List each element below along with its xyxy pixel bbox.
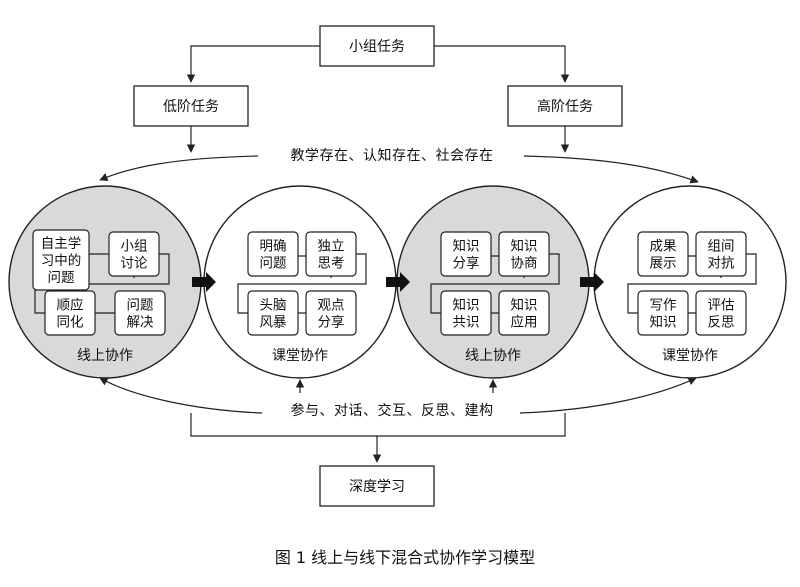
stage-arrow-2 [386,272,410,292]
participation-arrow-right [519,377,697,414]
deep-learning-label: 深度学习 [349,479,405,495]
circle-3-step-4-line-2: 应用 [511,314,538,331]
arrow-to-high-task [434,45,570,83]
circle-3-connector [430,253,560,314]
circle-4-step-4-line-1: 评估 [708,298,735,314]
circle-2-step-2-line-1: 独立 [318,239,345,255]
circle-4-step-3-line-2: 知识 [650,314,677,331]
circle-1-step-3-line-2: 同化 [57,315,84,331]
circle-4-step-2-box [695,231,747,277]
circle-2-connector [237,253,367,314]
bracket-line [190,413,566,437]
circle-1-step-4-box [114,290,166,336]
circle-2-step-2-line-2: 思考 [318,256,345,272]
collaboration-circles: 自主学习中的问题小组讨论顺应同化问题解决线上协作明确问题独立思考头脑风暴观点分享… [8,185,787,379]
circle-1-step-1-line-1: 自主学 [41,236,82,252]
stage-arrow-1 [192,272,216,292]
circle-3-step-1-line-1: 知识 [453,238,480,255]
deep-learning-box [319,465,435,507]
circle-2-step-3-box [247,290,299,336]
presence-arrow-left [99,155,259,181]
low-task-label: 低阶任务 [163,99,219,115]
circle-3-step-3-box [440,290,492,336]
circle-2-step-1-line-1: 明确 [260,239,287,255]
stage-arrow-3 [580,272,604,292]
circle-4-connector [627,253,757,314]
circle-3-step-1-box [440,231,492,277]
arrow-to-low-task [186,45,320,83]
task-flow: 小组任务 低阶任务 高阶任务 [133,25,623,153]
circle-3-step-2-line-1: 知识 [511,238,538,255]
circle-4-step-2-line-2: 对抗 [708,256,736,272]
participation-arrow-left [99,377,263,414]
circle-3-step-3-line-2: 共识 [453,315,480,331]
stage-arrows [192,272,604,292]
circle-1-step-2-line-1: 小组 [121,239,148,255]
circle-1-step-3-line-1: 顺应 [57,297,84,314]
group-task-label: 小组任务 [349,39,405,55]
presence-band-label: 教学存在、认知存在、社会存在 [291,147,494,164]
presence-band: 教学存在、认知存在、社会存在 [99,147,699,184]
circle-1-step-4-line-1: 问题 [127,298,154,314]
low-task-box [133,85,249,127]
circle-4-step-3-line-1: 写作 [650,298,677,314]
circle-1-step-2-line-2: 讨论 [121,256,148,272]
circle-2-step-1-line-2: 问题 [260,256,287,272]
circle-3-label: 线上协作 [465,348,521,364]
circle-3-step-2-line-2: 协商 [511,256,538,272]
participation-band-label: 参与、对话、交互、反思、建构 [291,402,494,419]
circle-4-step-2-line-1: 组间 [708,239,735,255]
circle-1-label: 线上协作 [77,348,133,364]
circle-4-step-1-box [637,231,689,277]
circle-2-label: 课堂协作 [272,348,328,364]
circle-3-step-4-box [498,290,550,336]
circle-1-step-3-box [44,290,96,336]
circle-4-step-1-line-2: 展示 [650,256,677,272]
circle-1-step-2-box [108,231,160,277]
group-task-box [319,25,435,67]
circle-4-step-3-box [637,290,689,336]
circle-1-step-1-line-2: 习中的 [41,253,82,269]
circle-2-step-2-box [305,231,357,277]
circle-1-step-1-box [32,229,90,291]
circle-1-step-1-line-3: 问题 [48,270,75,286]
circle-2-step-4-line-1: 观点 [318,298,345,314]
deep-learning-flow: 深度学习 [190,413,566,507]
participation-band: 参与、对话、交互、反思、建构 [99,377,697,419]
circle-4-step-1-line-1: 成果 [650,239,678,255]
circle-4-label: 课堂协作 [662,348,718,364]
presence-arrow-right [523,155,699,184]
circle-2-step-3-line-1: 头脑 [260,298,287,314]
high-task-label: 高阶任务 [537,98,593,115]
circle-4-step-4-box [695,290,747,336]
circle-3-step-3-line-1: 知识 [453,297,480,314]
circle-2-step-3-line-2: 风暴 [260,315,287,331]
circle-3-step-2-box [498,231,550,277]
circle-2-step-1-box [247,231,299,277]
figure-caption: 图 1 线上与线下混合式协作学习模型 [275,548,535,567]
circle-1-connector [34,253,170,314]
circle-2-step-4-line-2: 分享 [318,314,345,331]
circle-3-step-4-line-1: 知识 [511,297,538,314]
circle-1-step-4-line-2: 解决 [127,315,154,331]
circle-3-step-1-line-2: 分享 [453,255,480,272]
circle-4-step-4-line-2: 反思 [708,315,735,331]
circle-2-step-4-box [305,290,357,336]
